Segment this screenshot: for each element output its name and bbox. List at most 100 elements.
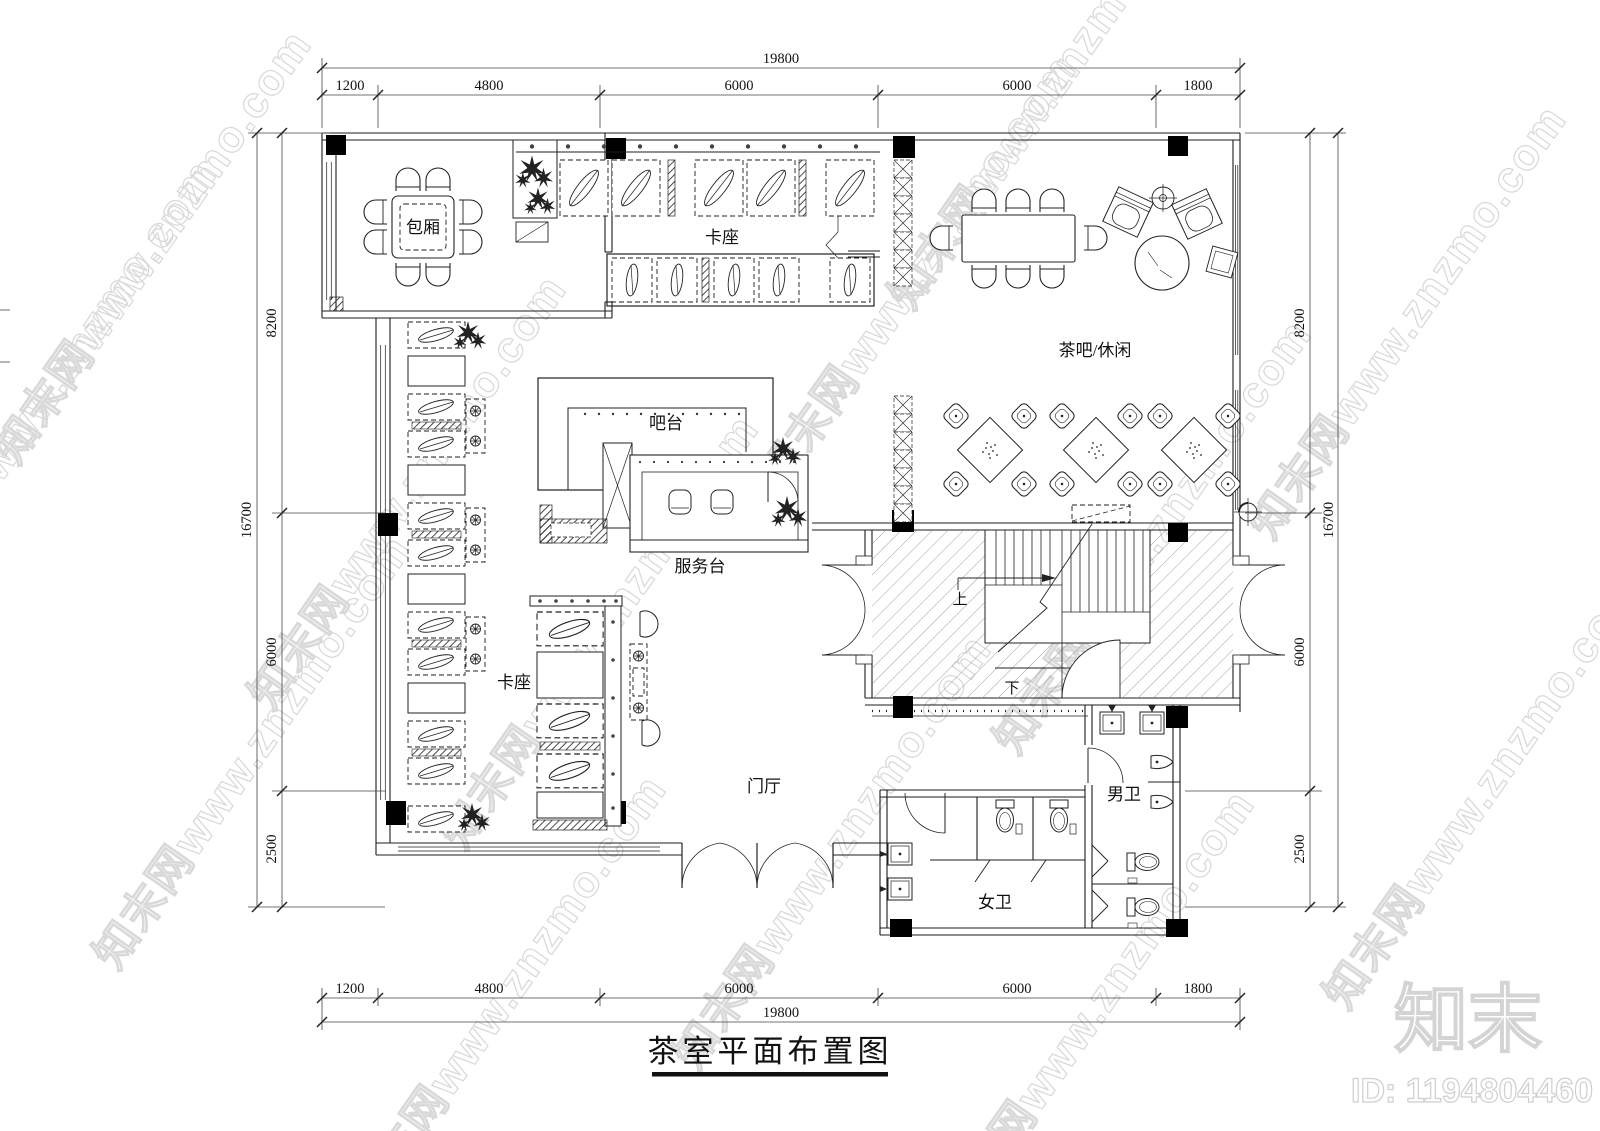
booth-seat (407, 393, 466, 421)
booth-seat (559, 159, 609, 217)
service-desk (629, 454, 809, 553)
image-id: ID: 1194804460 (1351, 1072, 1593, 1110)
booth-top-area: 卡座 (516, 144, 880, 307)
chair-icon (363, 199, 388, 225)
sink-icon (887, 842, 913, 866)
sink-icon (1139, 711, 1165, 735)
dim-bottom: 1200 4800 6000 6000 1800 19800 (316, 981, 1246, 1030)
booth-seat (407, 757, 466, 785)
chair-icon (458, 229, 483, 255)
dim-seg: 6000 (725, 981, 754, 997)
booth-seat (611, 257, 653, 303)
mens-wc: 男卫 (1087, 705, 1180, 929)
booth-seat (825, 159, 875, 217)
booth-seat (407, 805, 466, 833)
toilet-icon (1126, 852, 1160, 872)
planter-box (512, 139, 558, 243)
bench (1071, 504, 1131, 523)
stair-hall: 上 下 (821, 523, 1286, 699)
booth-seat (407, 720, 466, 748)
side-table (465, 507, 486, 563)
dim-total-width-bottom: 19800 (763, 1005, 799, 1021)
restrooms: 女卫 男卫 (880, 705, 1180, 929)
toilet-icon (1049, 799, 1069, 833)
survey-symbol (1234, 498, 1262, 526)
booth-seat (694, 159, 744, 217)
label-stair-down: 下 (1004, 681, 1019, 697)
booth-table (407, 682, 466, 714)
dim-seg: 6000 (264, 638, 280, 667)
dim-total-height-right: 16700 (1321, 502, 1337, 538)
brand-block: 知末 ID: 1194804460 (1350, 977, 1593, 1110)
label-lobby: 门厅 (747, 777, 781, 796)
entry-doors (681, 842, 834, 889)
walls (321, 132, 1241, 936)
chair-icon (971, 264, 997, 289)
booth-left-area: 卡座 (407, 321, 531, 833)
womens-wc: 女卫 (880, 792, 1085, 912)
chair-icon (425, 262, 451, 287)
label-mens-wc: 男卫 (1107, 785, 1141, 804)
diamond-table-set (942, 402, 1038, 498)
booth-seat (758, 257, 800, 303)
label-booth-top: 卡座 (705, 228, 739, 247)
booth-table (407, 464, 466, 496)
dim-total-width-top: 19800 (763, 51, 799, 67)
booth-seat (536, 703, 604, 739)
drawing-title: 茶室平面布置图 (648, 1034, 889, 1077)
dim-seg: 6000 (1292, 638, 1308, 667)
dim-seg: 1200 (336, 981, 365, 997)
staircase (957, 523, 1151, 698)
chair-icon (929, 225, 954, 251)
booth-table (536, 651, 604, 699)
dim-seg: 6000 (1003, 78, 1032, 94)
console-table (629, 643, 648, 721)
tea-lounge: 茶吧/休闲 (929, 184, 1262, 526)
side-table (465, 398, 486, 454)
booth-seat (407, 539, 466, 567)
desk-chair (668, 489, 692, 515)
chair-icon (971, 188, 997, 213)
dim-seg: 6000 (1003, 981, 1032, 997)
label-private-room: 包厢 (406, 218, 440, 237)
diamond-table-set (1048, 402, 1144, 498)
toilet-icon (1126, 897, 1160, 917)
booth-seat (746, 159, 796, 217)
chair-icon (458, 199, 483, 225)
dim-seg: 2500 (264, 835, 280, 864)
label-tea-lounge: 茶吧/休闲 (1059, 341, 1132, 360)
booth-seat (713, 257, 755, 303)
booth-table (407, 573, 466, 605)
room-private: 包厢 (363, 167, 483, 287)
booth-seat (536, 753, 604, 789)
label-womens-wc: 女卫 (978, 893, 1012, 912)
booth-middle-island (529, 595, 661, 831)
chair-icon (1083, 225, 1108, 251)
stair-door-right (1232, 555, 1286, 665)
label-bar: 吧台 (649, 414, 683, 433)
booth-table (407, 355, 466, 387)
dim-right: 16700 8200 6000 2500 (1185, 127, 1346, 913)
bar-area: 吧台 服务台 (537, 377, 809, 576)
lounge-chair (1102, 186, 1154, 238)
dim-seg: 8200 (1292, 309, 1308, 338)
booth-top-island (606, 253, 875, 307)
dim-seg: 1800 (1184, 981, 1213, 997)
chair-icon (395, 262, 421, 287)
watermark-text: 知末网www.znzmo.com (1315, 566, 1600, 1017)
bar-base (539, 504, 608, 544)
chair-icon (395, 167, 421, 192)
dim-total-height-left: 16700 (239, 502, 255, 538)
lounge-chair (1171, 188, 1223, 240)
chair-icon (425, 167, 451, 192)
watermark-text: 知末网www.znzmo.com (85, 526, 422, 977)
toilet-icon (995, 799, 1015, 833)
round-table (1134, 235, 1190, 291)
stair-door-left (821, 555, 873, 665)
fan-icon (1149, 184, 1177, 212)
label-booth-left: 卡座 (497, 673, 531, 692)
chair-icon (1005, 188, 1031, 213)
urinal-icon (1150, 754, 1174, 770)
booth-seat (829, 257, 871, 303)
